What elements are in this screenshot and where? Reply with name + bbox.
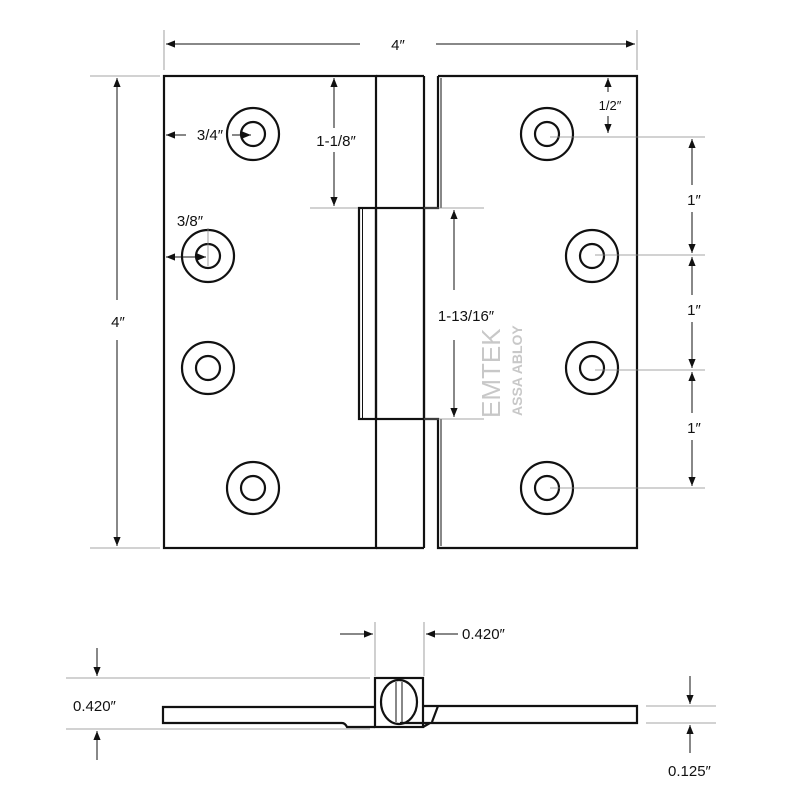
dimensions: 4″ 4″ 1-1/8″ 3/4″ 3/8″ 1-13/16″ 1/2″ 1″ …	[90, 30, 705, 549]
left-leaf-profile	[161, 705, 375, 729]
barrel	[373, 676, 425, 729]
dim-overall-height: 4″	[111, 314, 125, 331]
screw-hole	[225, 106, 281, 162]
dim-leaf-thickness: 0.125″	[668, 763, 712, 780]
dim-top-hole-offset: 3/4″	[197, 127, 224, 144]
dim-overall-width: 4″	[391, 37, 405, 54]
brand-logo: EMTEK ASSA ABLOY	[476, 325, 525, 418]
screw-hole	[564, 340, 620, 396]
dim-second-hole-offset: 3/8″	[177, 213, 204, 230]
screw-hole	[225, 460, 281, 516]
dim-hole-spacing-2: 1″	[687, 302, 701, 319]
pin	[379, 678, 419, 726]
screw-holes	[180, 106, 620, 516]
screw-hole	[564, 228, 620, 284]
dim-hole-spacing-1: 1″	[687, 192, 701, 209]
screw-hole	[519, 106, 575, 162]
dim-barrel-width: 0.420″	[462, 626, 506, 643]
right-leaf-profile	[400, 704, 639, 728]
dim-knuckle-top: 1-1/8″	[316, 133, 356, 150]
dim-center-knuckle: 1-13/16″	[438, 308, 495, 325]
logo-sub: ASSA ABLOY	[509, 325, 525, 416]
logo-brand: EMTEK	[476, 328, 506, 418]
screw-hole	[180, 340, 236, 396]
dim-hole-spacing-3: 1″	[687, 420, 701, 437]
dim-barrel-height: 0.420″	[73, 698, 117, 715]
center-knuckle	[357, 206, 426, 421]
side-view: 0.420″ 0.420″ 0.125″	[66, 622, 716, 780]
dim-top-hole-from-top: 1/2″	[599, 98, 622, 113]
front-view: EMTEK ASSA ABLOY	[162, 74, 639, 550]
